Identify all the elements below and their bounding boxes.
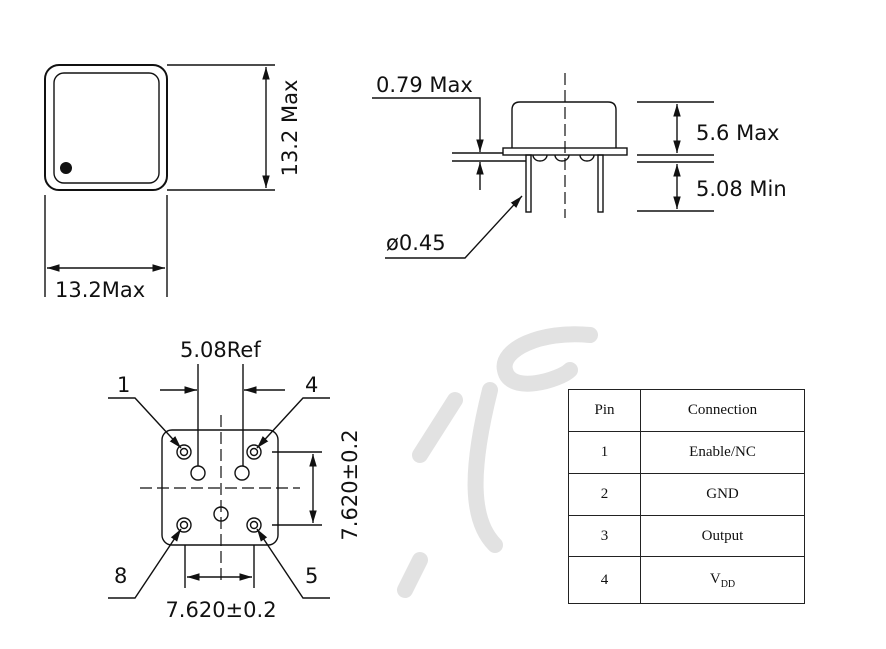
pin-8 (176, 517, 192, 533)
flange (502, 147, 628, 156)
pin-connection-table: Pin Connection 1 Enable/NC 2 GND 3 Outpu… (568, 389, 805, 604)
bottom-view: 5.08Ref 1 4 8 5 7.620±0.2 7.620±0.2 (108, 338, 362, 622)
pin-4 (246, 444, 262, 460)
pin-left (525, 154, 532, 213)
can-body (511, 101, 617, 148)
unused-pin-hole (190, 465, 206, 481)
pin-connection: Output (640, 514, 805, 558)
watermark (397, 326, 598, 598)
pin-5 (246, 517, 262, 533)
vdd-subscript: DD (720, 578, 736, 590)
pin-length-label: 5.08 Min (696, 177, 787, 201)
package-outline (44, 64, 168, 191)
side-view: 5.6 Max 5.08 Min 0.79 Max ø0.45 (372, 73, 787, 259)
pin-connection: Enable/NC (640, 430, 805, 474)
header-pin: Pin (568, 389, 641, 432)
pin-number: 2 (568, 472, 641, 516)
pin-number: 3 (568, 514, 641, 558)
table-row: 2 GND (568, 472, 805, 516)
pin-connection: GND (640, 472, 805, 516)
table-row: 4 VDD (568, 556, 805, 604)
package-lid (53, 72, 160, 184)
pin-label-5: 5 (305, 564, 318, 588)
top-height-label: 13.2 Max (278, 80, 302, 177)
unused-pin-hole (234, 465, 250, 481)
pin-right (597, 154, 604, 213)
pin-spacing-ref-label: 5.08Ref (180, 338, 261, 362)
vdd-label: V (709, 570, 721, 587)
pin-label-1: 1 (117, 373, 130, 397)
vertical-pitch-label: 7.620±0.2 (338, 429, 362, 540)
table-header-row: Pin Connection (568, 389, 805, 432)
pin-label-4: 4 (305, 373, 318, 397)
horizontal-pitch-label: 7.620±0.2 (165, 598, 276, 622)
table-row: 3 Output (568, 514, 805, 558)
table-row: 1 Enable/NC (568, 430, 805, 474)
header-connection: Connection (640, 389, 805, 432)
pin-diameter-label: ø0.45 (386, 231, 446, 255)
flange-thickness-label: 0.79 Max (376, 73, 473, 97)
pin-number: 1 (568, 430, 641, 474)
pin-connection: VDD (640, 556, 805, 604)
top-view: 13.2 Max 13.2Max (44, 64, 302, 302)
pin-label-8: 8 (114, 564, 127, 588)
height-label: 5.6 Max (696, 121, 780, 145)
pin1-indicator-dot (60, 162, 72, 174)
top-width-label: 13.2Max (55, 278, 145, 302)
pin-number: 4 (568, 556, 641, 604)
unused-pin-hole (213, 506, 229, 522)
pin-1 (176, 444, 192, 460)
